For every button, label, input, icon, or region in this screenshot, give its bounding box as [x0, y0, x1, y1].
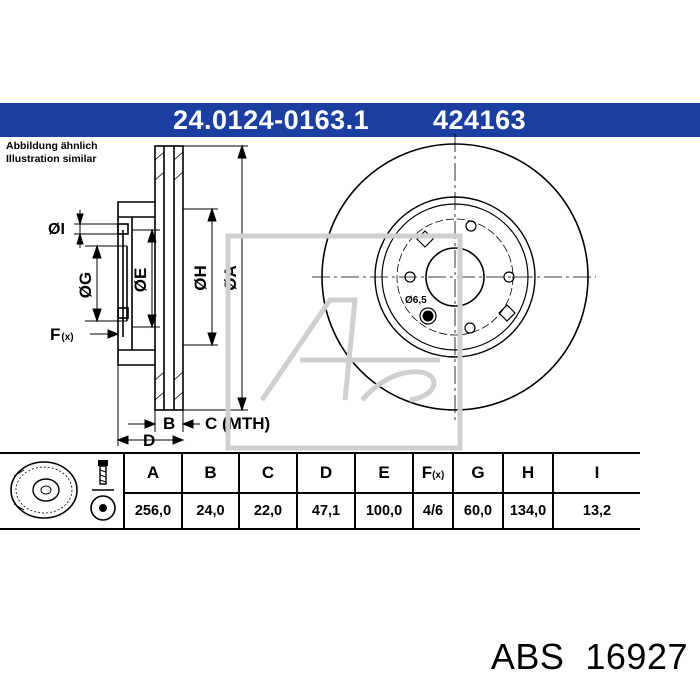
header-f-sub: (x) — [432, 470, 445, 481]
label-diameter-g: ØG — [76, 272, 95, 298]
disc-thumbnail-cell — [0, 452, 125, 530]
label-f-sub: (x) — [61, 332, 73, 343]
disc-cross-section — [117, 145, 184, 411]
reference-number: 424163 — [433, 105, 527, 135]
cross-section-hatch — [154, 151, 184, 401]
header-i: I — [552, 452, 640, 494]
value-d: 47,1 — [296, 492, 356, 530]
header-a: A — [123, 452, 183, 494]
brake-disc-thumbnail-icon — [10, 459, 116, 521]
label-hole-diameter: Ø6,5 — [405, 295, 427, 306]
table-value-row: 256,0 24,0 22,0 47,1 100,0 4/6 60,0 134,… — [0, 492, 640, 530]
value-b: 24,0 — [181, 492, 240, 530]
label-c: C (MTH) — [205, 414, 270, 433]
note-line-de: Abbildung ähnlich — [6, 140, 98, 152]
header-f-main: F — [421, 463, 433, 482]
table-header-row: A B C D E F(x) G H I — [0, 452, 640, 530]
header-b: B — [181, 452, 240, 494]
label-diameter-i: ØI — [48, 221, 65, 238]
footer-label: ABS 16927 — [490, 636, 688, 677]
label-d: D — [143, 431, 155, 450]
value-i: 13,2 — [552, 492, 640, 530]
value-g: 60,0 — [452, 492, 504, 530]
value-h: 134,0 — [502, 492, 554, 530]
value-a: 256,0 — [123, 492, 183, 530]
label-b: B — [163, 414, 175, 433]
label-f: F(x) — [50, 325, 74, 344]
illustration-note: Abbildung ähnlich Illustration similar — [6, 140, 98, 166]
dimension-labels: ØI ØG ØE ØH ØA F(x) B C (MTH) D — [48, 221, 270, 450]
header-d: D — [296, 452, 356, 494]
value-c: 22,0 — [238, 492, 298, 530]
ate-watermark-logo — [225, 233, 463, 451]
note-line-en: Illustration similar — [6, 153, 97, 165]
header-c: C — [238, 452, 298, 494]
label-diameter-h: ØH — [191, 265, 210, 291]
header-e: E — [354, 452, 414, 494]
header-banner: 24.0124-0163.1 424163 — [0, 103, 700, 137]
label-diameter-e: ØE — [131, 268, 150, 293]
disc-front-view — [312, 134, 596, 420]
label-f-main: F — [50, 325, 60, 344]
specification-table: A B C D E F(x) G H I 256,0 24,0 22,0 47,… — [0, 452, 640, 530]
value-f: 4/6 — [412, 492, 454, 530]
header-f: F(x) — [412, 452, 454, 494]
dimension-lines — [74, 144, 248, 446]
header-h: H — [502, 452, 554, 494]
header-g: G — [452, 452, 504, 494]
value-e: 100,0 — [354, 492, 414, 530]
part-number: 24.0124-0163.1 — [173, 105, 370, 135]
technical-drawing: ØI ØG ØE ØH ØA F(x) B C (MTH) D Ø6,5 — [48, 134, 596, 451]
